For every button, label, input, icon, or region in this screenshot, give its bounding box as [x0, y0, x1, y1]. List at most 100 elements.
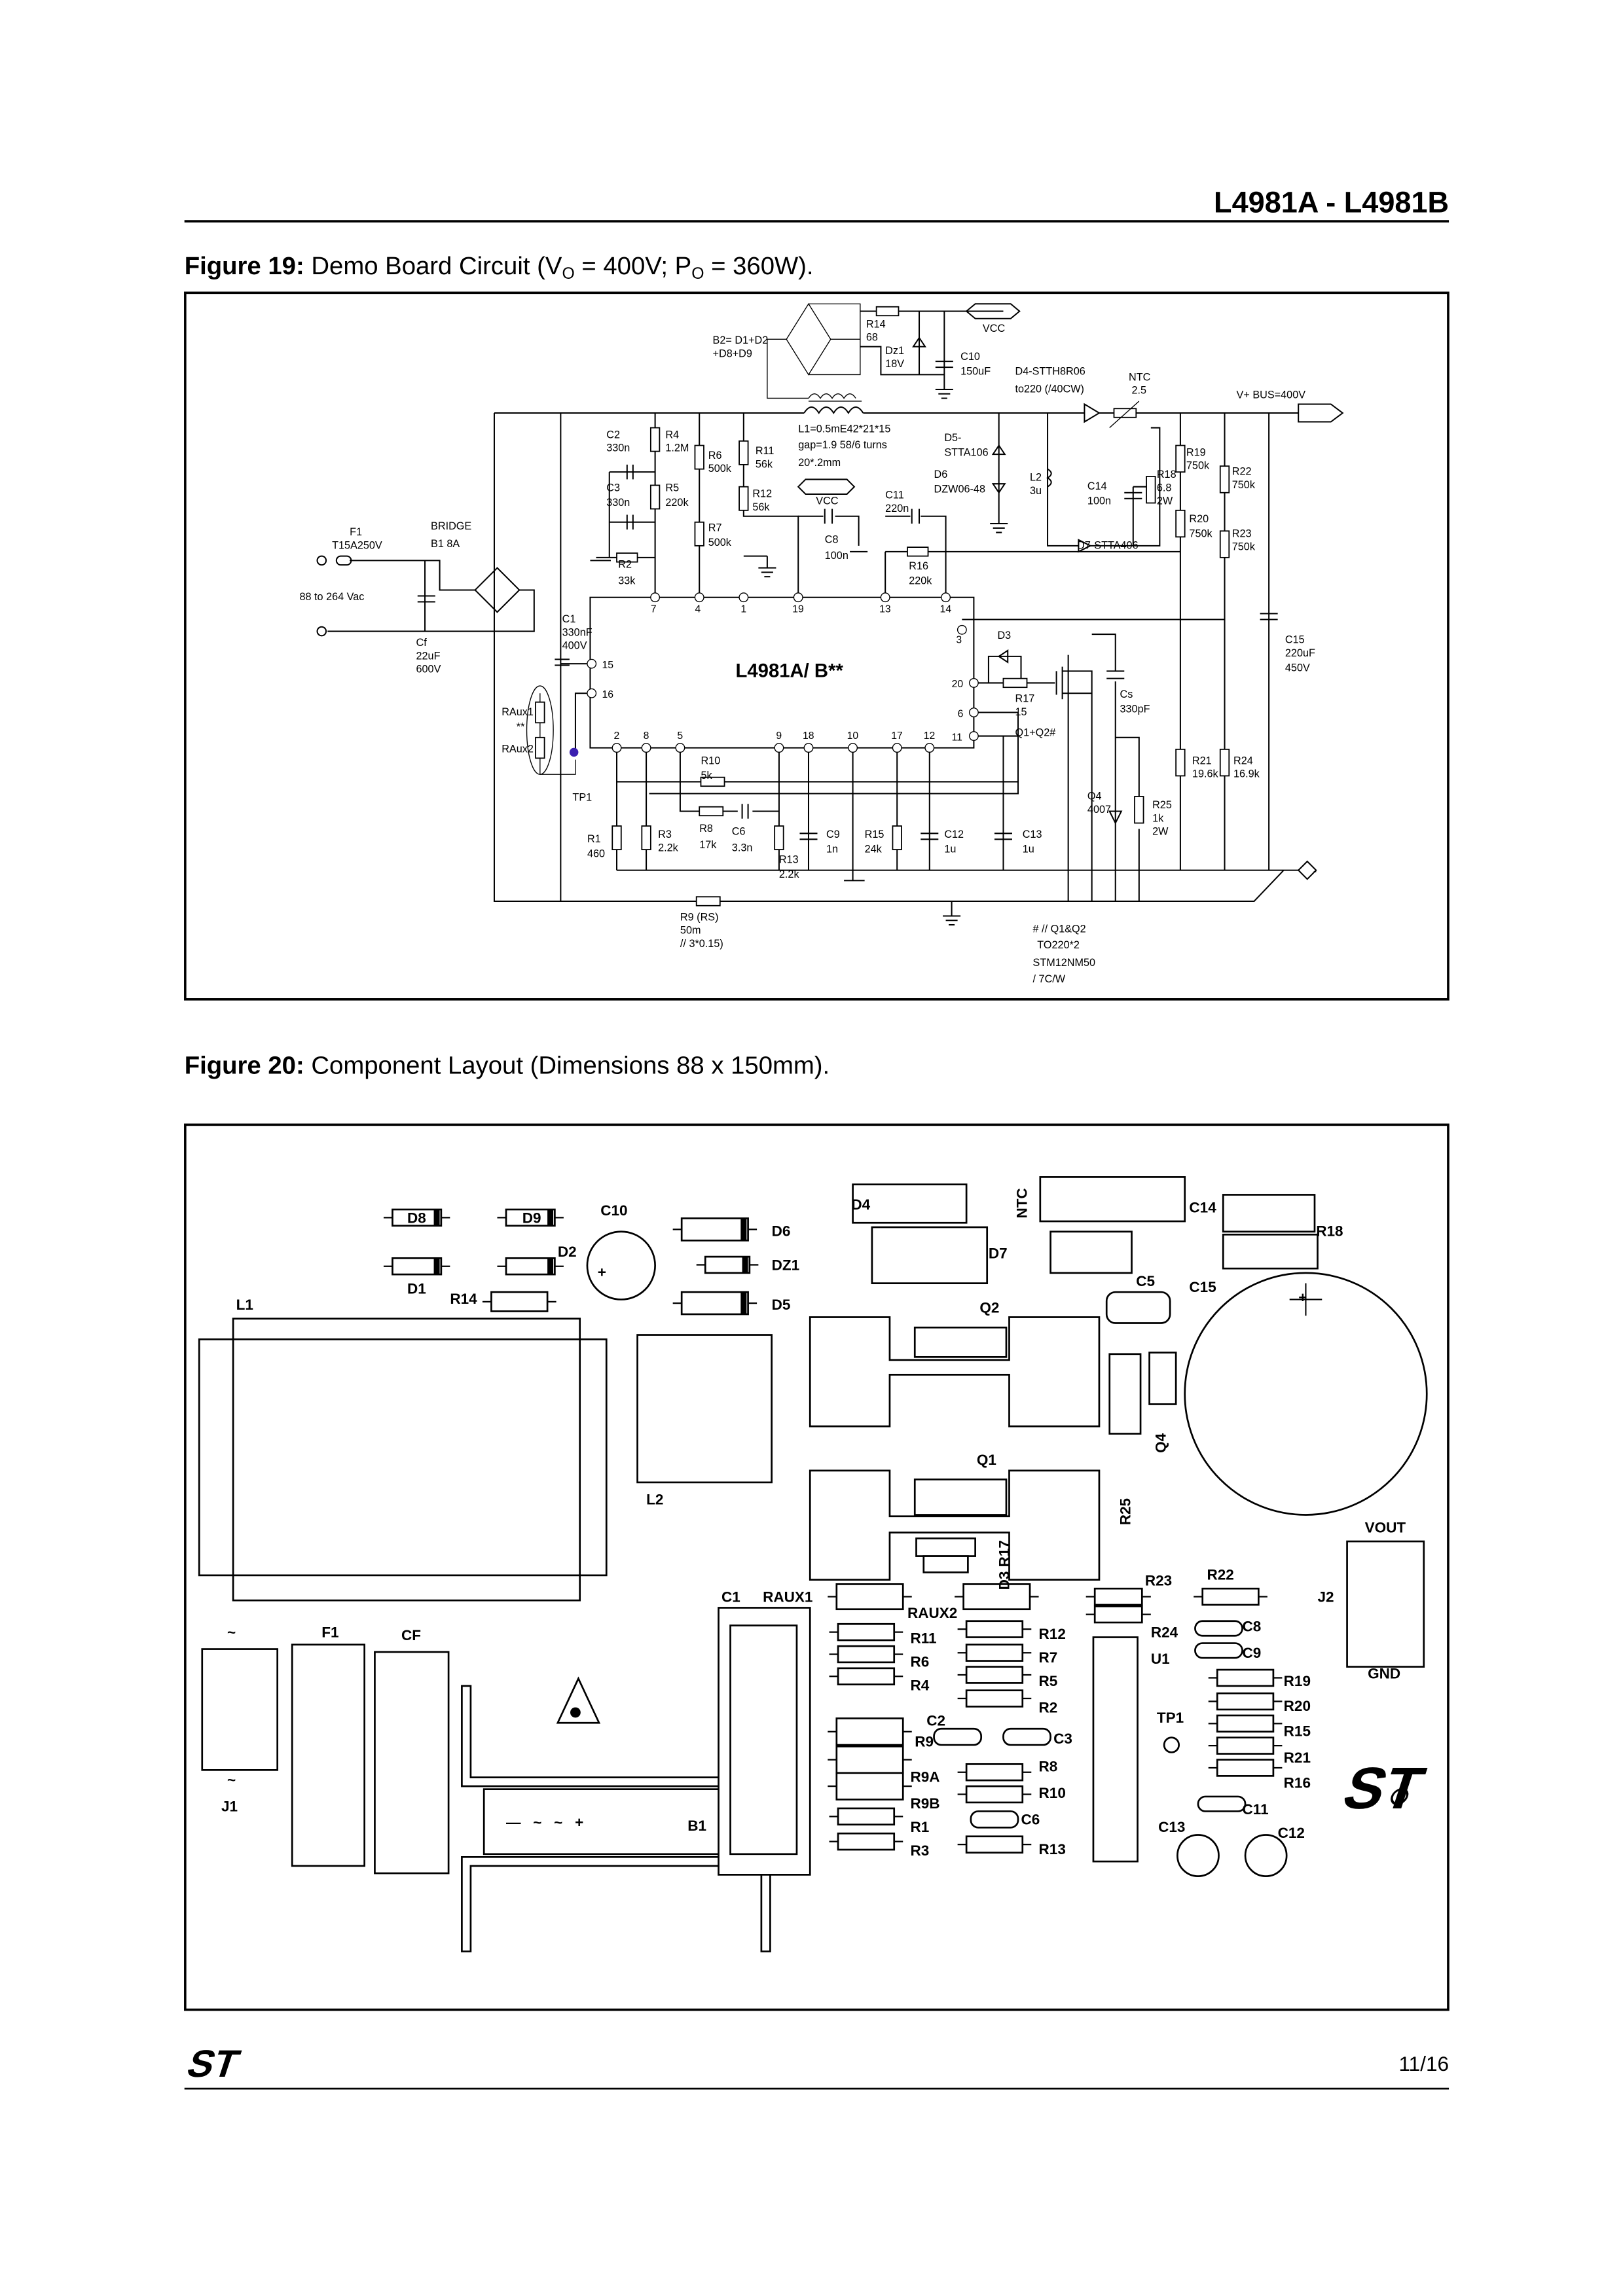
ic-pin-number: 6 [958, 708, 964, 719]
schematic-label: R11 [756, 445, 775, 457]
schematic-label: 100n [1087, 495, 1111, 507]
schematic-label: R7 [708, 522, 722, 533]
schematic-label: 750k [1232, 479, 1256, 491]
layout-label: B1 [687, 1818, 706, 1834]
schematic-label: 3.3n [732, 842, 753, 853]
schematic-label: F1 [350, 526, 362, 538]
layout-label: R20 [1284, 1698, 1311, 1714]
layout-label: R3 [910, 1842, 929, 1859]
schematic-label: D7-STTA406 [1077, 539, 1138, 551]
layout-label: C6 [1021, 1812, 1040, 1828]
schematic-label: 330n [606, 497, 630, 509]
layout-label: RAUX2 [907, 1605, 957, 1621]
diode-band [740, 1292, 747, 1314]
layout-label: R15 [1284, 1723, 1311, 1740]
resistor-footprint [1216, 1759, 1275, 1777]
resistor-footprint [1093, 1587, 1143, 1606]
schematic-label: L1=0.5mE42*21*15 [798, 423, 890, 435]
schematic-label: 450V [1285, 662, 1310, 673]
layout-label: J2 [1317, 1588, 1334, 1605]
schematic-label: R25 [1152, 799, 1172, 811]
diode-footprint [392, 1208, 443, 1227]
f1-footprint [291, 1643, 366, 1867]
schematic-label: 100n [825, 550, 848, 562]
schematic-label: R2 [618, 559, 632, 571]
schematic-label: 4007 [1087, 804, 1111, 816]
esd-warning-icon [556, 1676, 601, 1724]
diode-band [433, 1258, 440, 1275]
schematic-label: 2.5 [1132, 385, 1147, 397]
schematic-label: 750k [1186, 460, 1210, 472]
layout-label: R16 [1284, 1774, 1311, 1791]
resistor-footprint [965, 1666, 1024, 1684]
capacitor-footprint [1197, 1795, 1247, 1812]
schematic-label: C15 [1285, 634, 1305, 646]
schematic-label: R5 [665, 482, 679, 493]
ic-pin-number: 14 [940, 603, 952, 615]
ic-pin [968, 677, 979, 688]
resistor-footprint [965, 1643, 1024, 1662]
schematic-label: 19.6k [1192, 768, 1219, 780]
schematic-label: 24k [865, 844, 883, 855]
ic-pin-number: 9 [776, 730, 782, 742]
figure19-caption-end: = 360W). [704, 252, 813, 280]
diode-footprint [680, 1217, 749, 1242]
resistor-footprint [837, 1623, 896, 1641]
layout-label: R6 [910, 1654, 929, 1670]
schematic-label: R8 [699, 823, 713, 834]
d7-footprint [1049, 1230, 1133, 1274]
schematic-label: 88 to 264 Vac [299, 591, 364, 603]
ic-pin-number: 3 [956, 635, 962, 646]
diode-footprint [505, 1208, 556, 1227]
q1-heatsink [809, 1469, 1101, 1581]
schematic-label: 1n [826, 844, 838, 855]
u1-footprint [1092, 1636, 1139, 1863]
c12-footprint [1244, 1834, 1288, 1877]
layout-label: Q4 [1152, 1433, 1169, 1453]
schematic-label: 2.2k [779, 869, 800, 880]
schematic-label: 600V [416, 664, 441, 675]
diode-footprint [392, 1257, 443, 1276]
ic-pin-number: 8 [644, 730, 649, 742]
st-logo-board: ST [1336, 1755, 1432, 1821]
l1-footprint [198, 1338, 608, 1577]
ic-pin [739, 592, 749, 603]
schematic-label: B1 8A [431, 538, 460, 550]
schematic-label: 5k [701, 770, 712, 781]
layout-label: C2 [926, 1713, 945, 1729]
schematic-label: B2= D1+D2 [713, 334, 769, 346]
layout-label: D7 [989, 1245, 1008, 1261]
figure19-caption: Figure 19: Demo Board Circuit (VO = 400V… [185, 252, 814, 283]
schematic-label: 33k [618, 575, 636, 586]
schematic-label: 220uF [1285, 647, 1315, 659]
figure19-caption-text: Demo Board Circuit (V [304, 252, 562, 280]
ic-pin-number: 10 [847, 730, 859, 742]
c10-footprint [586, 1230, 656, 1300]
schematic-label: D5- [944, 432, 961, 444]
layout-label: R12 [1039, 1626, 1066, 1642]
layout-label: R11 [910, 1630, 936, 1647]
ic-pin [880, 592, 890, 603]
schematic-label: TP1 [572, 792, 592, 804]
layout-label: R9B [910, 1795, 939, 1812]
schematic-label: VCC [816, 495, 839, 507]
ic-pin [957, 624, 967, 635]
resistor-footprint [835, 1717, 904, 1746]
layout-label: Q1 [977, 1452, 996, 1468]
resistor-footprint [1216, 1714, 1275, 1733]
d4-footprint [852, 1183, 968, 1224]
schematic-frame [184, 291, 1450, 1001]
schematic-label: 330nF [562, 626, 593, 638]
layout-label: NTC [1014, 1188, 1030, 1218]
ic-pin-number: 19 [792, 603, 804, 615]
resistor-footprint [962, 1583, 1031, 1611]
schematic-wiring [316, 302, 1344, 926]
schematic-label: gap=1.9 58/6 turns [798, 439, 887, 451]
schematic-label: 330pF [1120, 704, 1150, 715]
schematic-label: 6.8 [1157, 482, 1172, 493]
resistor-footprint [1201, 1587, 1260, 1606]
schematic-label: DZW06-48 [934, 484, 985, 495]
layout-label: GND [1368, 1666, 1400, 1682]
layout-label: R22 [1207, 1567, 1233, 1583]
